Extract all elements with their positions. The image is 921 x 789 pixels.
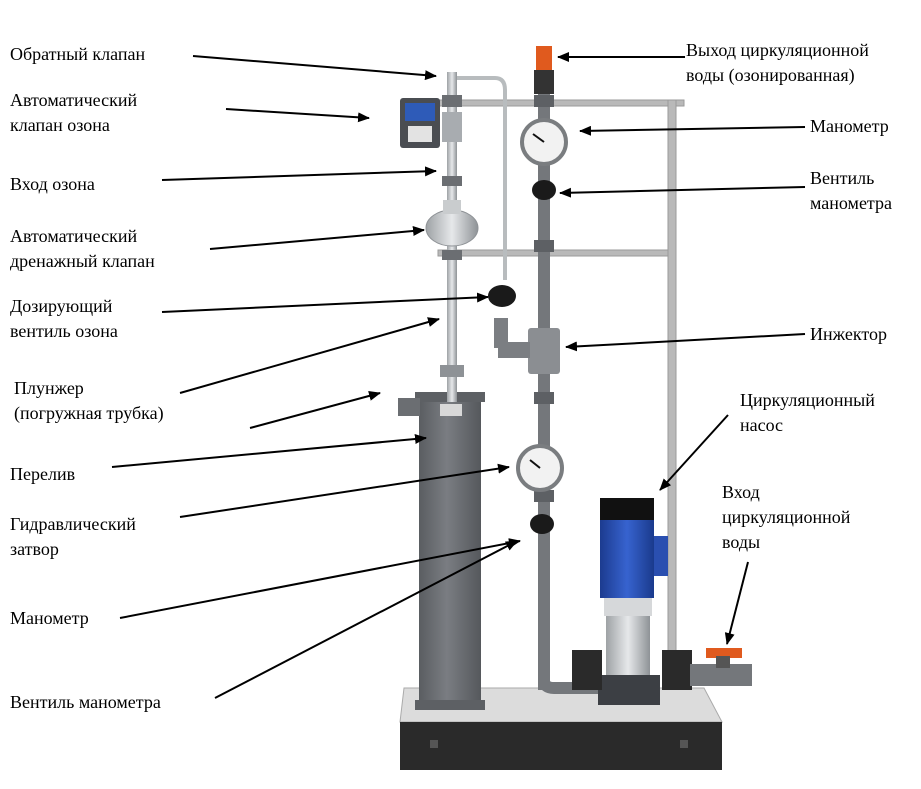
label-check-valve: Обратный клапан (10, 42, 145, 67)
manometer-lower-gauge (516, 444, 564, 534)
arrow-check-valve (192, 55, 437, 81)
arrow-manometer-upper (579, 125, 806, 136)
label-line: Вентиль (810, 168, 875, 188)
arrow-circ-water-inlet (724, 561, 749, 645)
label-line: циркуляционной (722, 507, 851, 527)
label-manometer-upper: Манометр (810, 114, 889, 139)
label-line: Вход (722, 482, 760, 502)
auto-drain-valve (425, 200, 479, 247)
label-manometer-valve-upper: Вентиль манометра (810, 166, 892, 216)
label-line: затвор (10, 539, 59, 559)
label-line: (погружная трубка) (14, 403, 164, 423)
arrow-overflow (249, 391, 381, 429)
ozone-dosing-valve (488, 285, 516, 307)
label-line: Манометр (810, 116, 889, 136)
label-ozone-dosing-valve: Дозирующий вентиль озона (10, 294, 118, 344)
label-auto-drain-valve: Автоматический дренажный клапан (10, 224, 155, 274)
label-line: Гидравлический (10, 514, 136, 534)
label-hydraulic-seal: Гидравлический затвор (10, 512, 136, 562)
label-line: насос (740, 415, 784, 435)
auto-ozone-valve (400, 98, 440, 148)
label-line: дренажный клапан (10, 251, 155, 271)
label-line: Циркуляционный (740, 390, 875, 410)
label-line: Автоматический (10, 226, 138, 246)
outlet-valve (534, 46, 554, 94)
arrow-manometer-lower (179, 463, 510, 518)
label-line: Плунжер (14, 378, 84, 398)
label-overflow: Перелив (10, 462, 75, 487)
label-line: Вход озона (10, 174, 95, 194)
injector (494, 318, 560, 374)
arrow-injector (565, 333, 806, 352)
label-circ-pump: Циркуляционный насос (740, 388, 875, 438)
support-frame (437, 99, 685, 691)
label-line: вентиль озона (10, 321, 118, 341)
pointer-arrows (111, 52, 806, 699)
label-line: воды (озонированная) (686, 65, 855, 85)
inlet-valve (690, 648, 752, 686)
label-manometer-valve-lower: Вентиль манометра (10, 690, 161, 715)
label-manometer-lower: Манометр (10, 606, 89, 631)
arrow-manometer-valve-lower (119, 538, 521, 619)
circulation-pump (572, 498, 692, 705)
arrow-manometer-valve-lower-2 (214, 540, 518, 699)
arrow-manometer-valve-upper (559, 186, 806, 198)
label-injector: Инжектор (810, 322, 887, 347)
arrow-auto-ozone-valve (225, 108, 370, 123)
arrow-plunger (179, 317, 440, 394)
label-check-valve-line: Обратный клапан (10, 44, 146, 64)
arrow-circ-pump (659, 414, 729, 491)
label-auto-ozone-valve: Автоматический клапан озона (10, 88, 137, 138)
label-circ-water-outlet: Выход циркуляционной воды (озонированная… (686, 38, 869, 88)
manometer-upper-gauge (520, 118, 568, 200)
arrow-auto-drain-valve (209, 225, 425, 250)
label-line: Инжектор (810, 324, 887, 344)
label-line: Выход циркуляционной (686, 40, 869, 60)
label-line: Манометр (10, 608, 89, 628)
label-plunger: Плунжер (погружная трубка) (14, 376, 164, 426)
arrow-ozone-inlet (161, 166, 437, 181)
arrow-hydraulic-seal (111, 434, 427, 468)
label-line: Автоматический (10, 90, 138, 110)
label-line: воды (722, 532, 761, 552)
label-line: Перелив (10, 464, 76, 484)
label-line: манометра (810, 193, 893, 213)
label-line: клапан озона (10, 115, 110, 135)
label-ozone-inlet: Вход озона (10, 172, 95, 197)
hydraulic-seal-column (398, 392, 485, 710)
label-circ-water-inlet: Вход циркуляционной воды (722, 480, 850, 555)
pvc-line (534, 70, 600, 694)
arrow-ozone-dosing-valve (161, 292, 489, 313)
label-line: Дозирующий (10, 296, 113, 316)
label-line: Вентиль манометра (10, 692, 161, 712)
